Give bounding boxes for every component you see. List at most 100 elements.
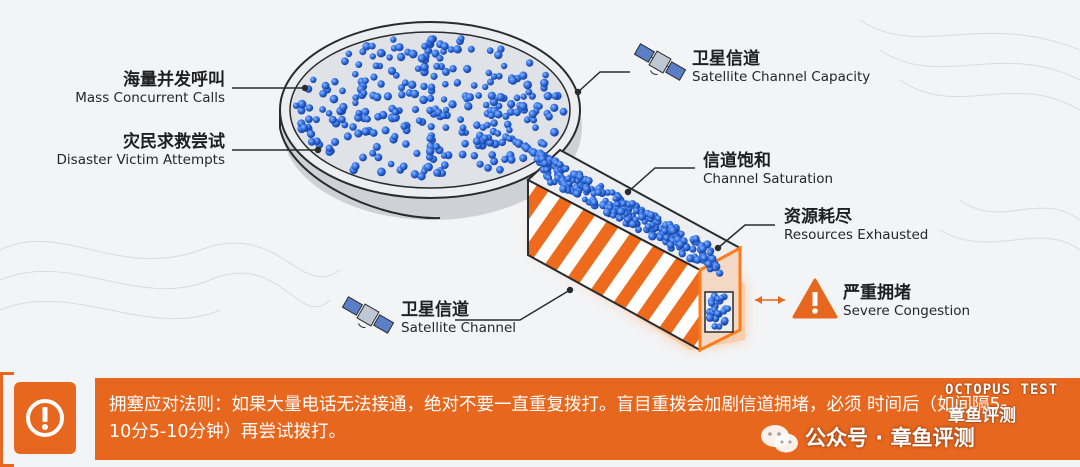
particle <box>716 269 724 277</box>
particle <box>373 92 382 102</box>
particle <box>374 113 382 121</box>
particle <box>610 212 617 219</box>
particle <box>339 87 346 95</box>
particle <box>470 152 478 160</box>
particle <box>410 89 420 99</box>
particle <box>487 91 496 100</box>
particle <box>363 115 371 123</box>
particle <box>482 83 489 91</box>
particle <box>377 80 385 88</box>
particle <box>529 148 538 157</box>
particle <box>440 42 449 51</box>
particle <box>292 102 300 109</box>
particle <box>305 115 313 124</box>
particle <box>343 132 352 141</box>
particle <box>461 139 469 148</box>
particle <box>361 127 370 136</box>
particle <box>391 132 399 141</box>
particle <box>573 189 581 198</box>
particle <box>559 107 568 116</box>
particle <box>362 42 371 51</box>
label-channel-saturation-en: Channel Saturation <box>703 170 834 187</box>
particle <box>481 134 489 142</box>
particle <box>372 142 381 151</box>
particle <box>400 122 408 130</box>
particle <box>352 99 359 107</box>
rule-banner: 拥塞应对法则：如果大量电话无法接通，绝对不要一直重复拨打。盲目重拨会加剧信道拥堵… <box>0 372 1080 467</box>
particle <box>661 227 669 235</box>
particle <box>297 99 307 109</box>
particle <box>312 116 320 124</box>
particle <box>486 47 494 54</box>
particle <box>420 62 429 72</box>
particle <box>525 88 533 96</box>
particle <box>319 89 327 98</box>
label-resources-exhausted-zh: 资源耗尽 <box>784 207 852 227</box>
particle <box>310 76 317 84</box>
topo-background <box>0 19 1080 320</box>
particles-bowl <box>292 35 568 181</box>
particle <box>321 81 330 90</box>
particle <box>518 101 528 111</box>
particle <box>656 233 664 242</box>
particle <box>395 43 404 52</box>
label-severe-congestion-zh: 严重拥堵 <box>843 283 911 303</box>
particle <box>550 127 559 137</box>
particle <box>297 106 306 115</box>
particle <box>331 138 340 146</box>
label-mass-calls-en: Mass Concurrent Calls <box>75 89 225 106</box>
particle <box>700 254 709 262</box>
particle <box>352 70 359 78</box>
particle <box>519 71 528 80</box>
particle <box>666 241 675 249</box>
particle <box>617 215 624 222</box>
particle <box>620 200 627 207</box>
particles-pipe <box>533 149 724 277</box>
particle <box>355 61 363 68</box>
particle <box>705 313 714 322</box>
particle <box>647 211 655 219</box>
particle <box>494 50 503 60</box>
particle <box>636 226 642 233</box>
label-satellite-channel: 卫星信道 Satellite Channel <box>401 300 516 336</box>
particle <box>513 108 521 117</box>
particle <box>663 234 670 241</box>
particle <box>440 152 448 159</box>
particle <box>472 137 481 146</box>
particle <box>424 162 433 172</box>
particle <box>603 208 612 217</box>
particle <box>383 92 392 101</box>
particle <box>556 160 564 169</box>
particle <box>473 121 481 129</box>
particle <box>408 49 418 59</box>
particle <box>648 232 657 241</box>
particle <box>345 50 353 58</box>
label-victim-attempts-en: Disaster Victim Attempts <box>56 151 225 168</box>
particle <box>632 207 640 215</box>
particle <box>398 84 405 92</box>
particle <box>676 240 685 249</box>
particle <box>507 155 516 164</box>
particle <box>449 65 457 73</box>
particle <box>390 36 397 43</box>
particle <box>415 117 423 124</box>
particle <box>351 162 360 171</box>
particle <box>453 45 462 54</box>
particle <box>319 106 326 113</box>
particle <box>442 80 449 88</box>
particle <box>693 256 702 264</box>
particle <box>427 94 435 102</box>
satellite-icon <box>341 296 395 334</box>
particle <box>369 129 378 137</box>
particle <box>536 103 543 110</box>
particle <box>528 109 537 119</box>
particle <box>494 110 503 119</box>
rule-text-box: 拥塞应对法则：如果大量电话无法接通，绝对不要一直重复拨打。盲目重拨会加剧信道拥堵… <box>95 378 1080 460</box>
particle <box>669 226 678 235</box>
particle <box>543 91 553 101</box>
particle <box>440 96 448 103</box>
particle <box>525 59 534 67</box>
particle <box>465 93 474 102</box>
particle <box>386 54 393 61</box>
particle <box>413 149 421 157</box>
